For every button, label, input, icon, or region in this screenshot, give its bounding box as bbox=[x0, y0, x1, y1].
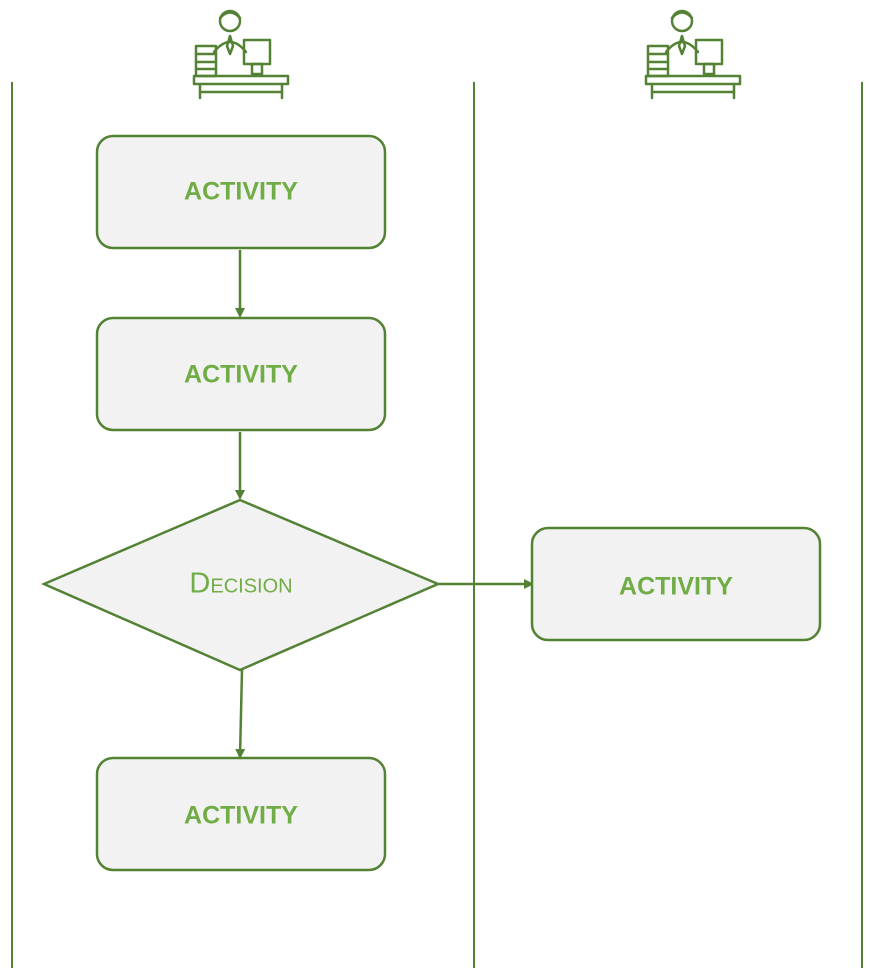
decision-node: Decision bbox=[40, 498, 442, 672]
connector-decision-to-activity4 bbox=[235, 669, 246, 759]
office-worker-at-desk-icon bbox=[192, 9, 290, 100]
activity-node-3-label: ACTIVITY bbox=[619, 573, 733, 601]
office-worker-at-desk-icon bbox=[644, 9, 742, 100]
activity-node-4-label: ACTIVITY bbox=[184, 802, 298, 830]
activity-node-4: ACTIVITY bbox=[95, 756, 387, 872]
decision-node-label: Decision bbox=[189, 568, 292, 600]
activity-node-1-label: ACTIVITY bbox=[184, 178, 298, 206]
activity-node-3: ACTIVITY bbox=[530, 526, 822, 642]
activity-node-1: ACTIVITY bbox=[95, 134, 387, 250]
activity-node-2: ACTIVITY bbox=[95, 316, 387, 432]
activity-node-2-label: ACTIVITY bbox=[184, 361, 298, 389]
